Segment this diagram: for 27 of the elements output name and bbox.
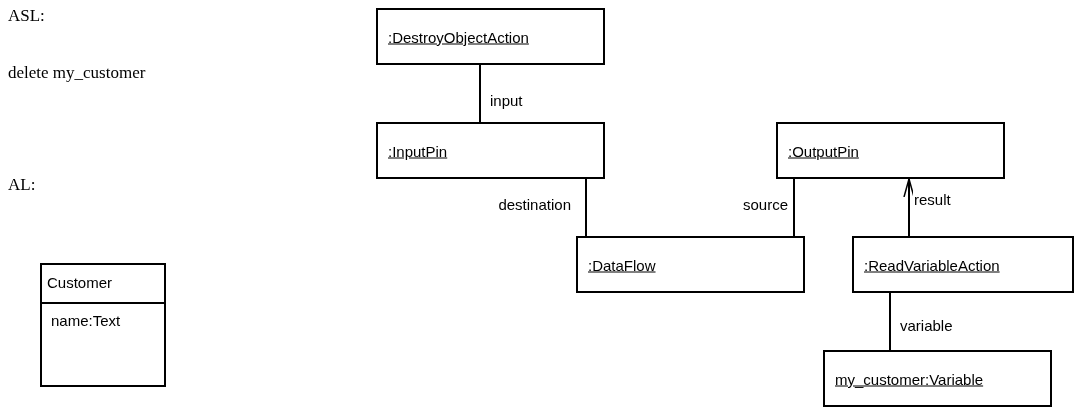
text-label: delete my_customer [8, 63, 146, 83]
object-box [376, 8, 605, 65]
connector-line [793, 178, 795, 237]
edge-label: result [913, 191, 952, 208]
edge-label: input [489, 92, 524, 109]
object-name: my_customer:Variable [835, 370, 984, 387]
attribute-text: name:Text [51, 312, 121, 329]
object-box [376, 122, 605, 179]
object-name: :DataFlow [588, 256, 656, 273]
edge-label: variable [899, 317, 954, 334]
object-box [576, 236, 805, 293]
connector-line [479, 64, 481, 123]
object-box [823, 350, 1052, 407]
class-box [40, 263, 166, 387]
text-label: AL: [8, 175, 36, 195]
text-label: ASL: [8, 6, 45, 26]
object-box [776, 122, 1005, 179]
class-name: Customer [47, 274, 113, 291]
connector-line [889, 292, 891, 351]
object-box [852, 236, 1074, 293]
object-name: :ReadVariableAction [864, 256, 1000, 273]
arrow [903, 178, 915, 237]
connector-line [585, 178, 587, 237]
object-name: :InputPin [388, 142, 448, 159]
object-name: :DestroyObjectAction [388, 28, 529, 45]
edge-label: destination [497, 196, 572, 213]
object-name: :OutputPin [788, 142, 859, 159]
